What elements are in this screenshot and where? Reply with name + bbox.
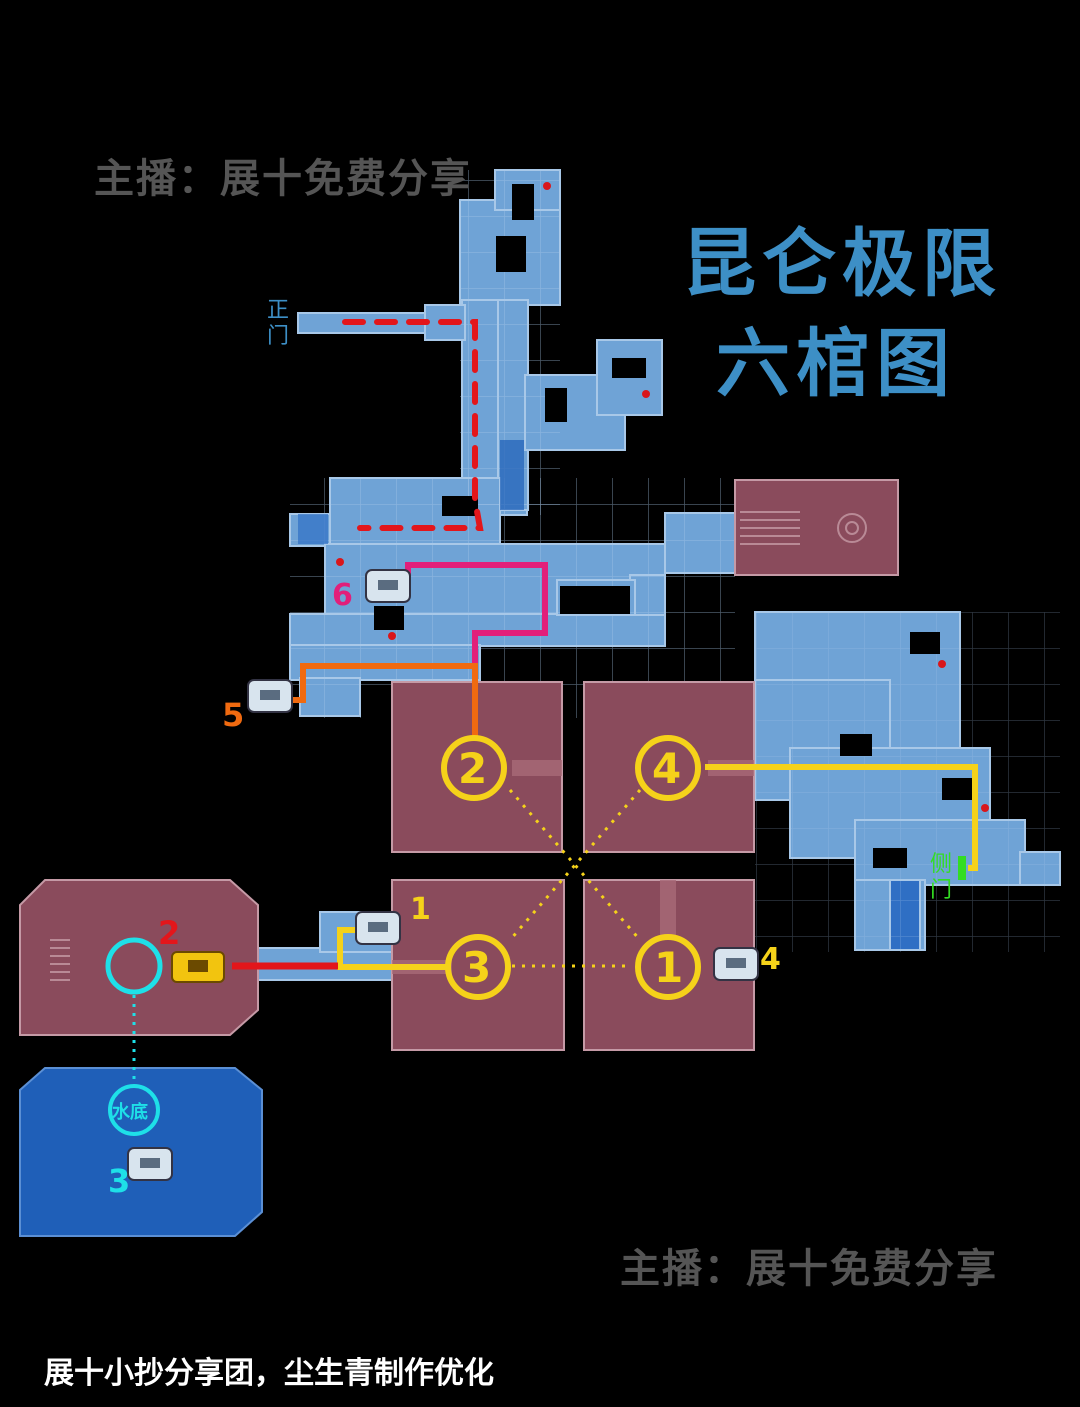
water-entry-marker[interactable]	[105, 937, 163, 995]
coffin-number-3: 3	[462, 943, 492, 992]
chest-icons	[127, 569, 759, 1181]
chest-icon	[247, 679, 293, 713]
chest-number-5: 5	[222, 696, 245, 734]
route-orange	[290, 663, 478, 740]
route-yellow-west	[337, 927, 446, 970]
coffin-marker-4[interactable]	[635, 735, 701, 801]
chest-number-4: 4	[760, 942, 781, 977]
route-main-entrance	[342, 319, 484, 531]
title-line-1: 昆仑极限	[682, 221, 1002, 307]
watermark-top: 主播：展十免费分享	[94, 156, 472, 202]
main-door-label: 正门	[266, 298, 289, 349]
chest-number-1: 1	[410, 892, 431, 927]
chest-icon	[355, 911, 401, 945]
coffin-number-1: 1	[654, 943, 684, 992]
coffin-marker-1[interactable]	[635, 934, 701, 1000]
side-door-label: 侧门	[929, 852, 952, 903]
route-magenta	[405, 562, 548, 700]
chest-number-6: 6	[332, 578, 353, 613]
coffin-marker-3[interactable]	[445, 934, 511, 1000]
watermark-bottom: 主播：展十免费分享	[620, 1246, 998, 1292]
route-yellow-east	[705, 764, 978, 871]
chest-number-2: 2	[158, 914, 181, 952]
chest-icon	[365, 569, 411, 603]
coffin-number-2: 2	[458, 744, 488, 793]
chest-icon	[713, 947, 759, 981]
coffin-rooms	[19, 479, 899, 1051]
water-bottom-label: 水底	[112, 1102, 148, 1123]
coffin-dotted-links	[508, 789, 642, 968]
coffin-number-4: 4	[652, 744, 682, 793]
chest-number-3: 3	[108, 1162, 131, 1200]
footer-credit: 展十小抄分享团，尘生青制作优化	[44, 1356, 494, 1391]
chest-icon	[127, 1147, 173, 1181]
water-bottom-marker[interactable]	[108, 1084, 160, 1136]
title-line-2: 六棺图	[716, 321, 956, 407]
gold-chest-icon	[171, 951, 225, 983]
coffin-marker-2[interactable]	[441, 735, 507, 801]
